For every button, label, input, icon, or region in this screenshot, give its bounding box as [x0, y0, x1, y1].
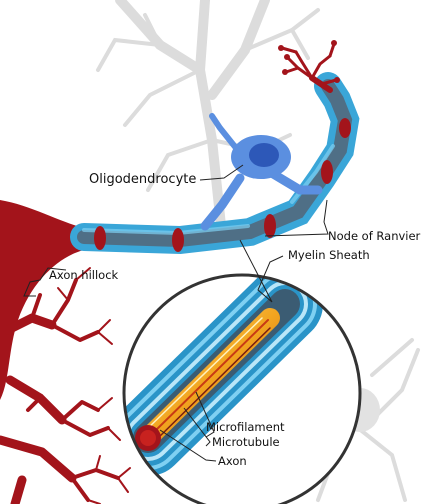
- node-of-ranvier-4: [321, 160, 333, 184]
- leader-lines: [23, 164, 329, 462]
- oligodendrocyte-nucleus: [249, 143, 279, 167]
- label-oligodendrocyte: Oligodendrocyte: [89, 172, 196, 187]
- neuron-soma: [0, 200, 92, 400]
- magnification-lens: [122, 273, 362, 504]
- labels: Oligodendrocyte Node of Ranvier Myelin S…: [49, 172, 421, 468]
- node-of-ranvier-5: [339, 118, 351, 138]
- label-microfilament: Microfilament: [206, 420, 285, 434]
- node-of-ranvier-3: [264, 214, 276, 238]
- node-of-ranvier-1: [94, 226, 106, 250]
- label-myelin-sheath: Myelin Sheath: [288, 248, 370, 262]
- node-of-ranvier-2: [172, 228, 184, 252]
- label-node-of-ranvier: Node of Ranvier: [328, 229, 421, 243]
- oligodendrocyte-cell: [200, 113, 323, 231]
- axon-terminals: [278, 40, 340, 93]
- label-axon-hillock: Axon hillock: [49, 268, 119, 282]
- label-axon: Axon: [218, 454, 247, 468]
- neuron-dendrites: [0, 267, 131, 504]
- nodes-of-ranvier: [94, 118, 351, 252]
- label-microtubule: Microtubule: [212, 435, 280, 449]
